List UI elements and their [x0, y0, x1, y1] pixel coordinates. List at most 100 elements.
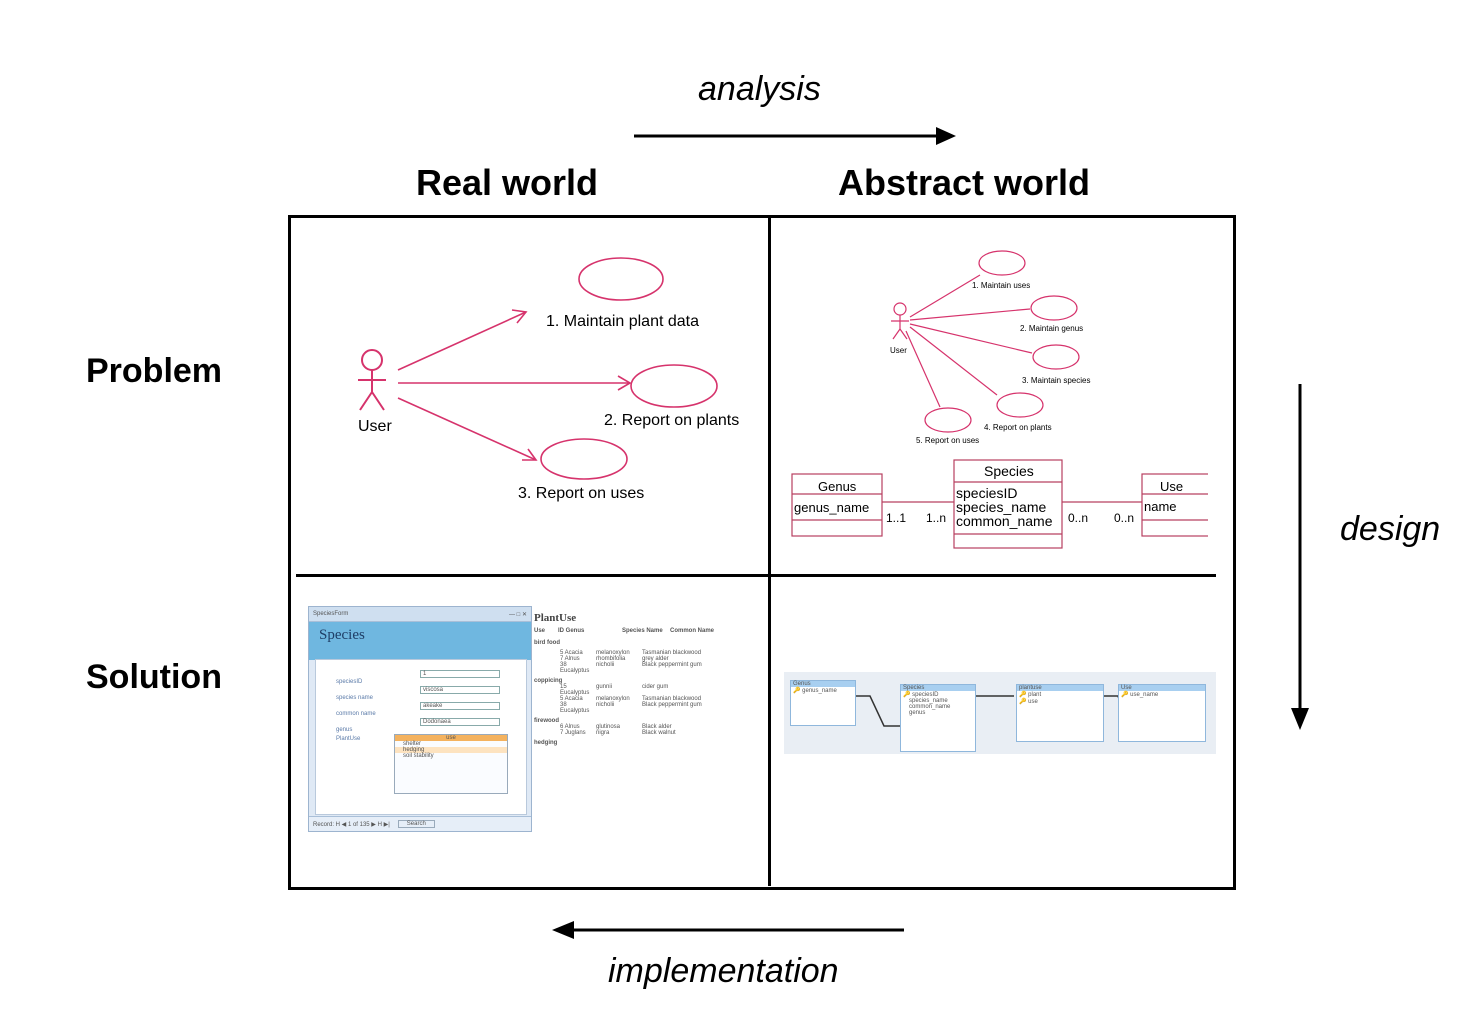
search-box[interactable]: Search: [397, 820, 435, 828]
analysis-label: analysis: [698, 70, 821, 108]
real-world-use-case-diagram: User 1. Maintain plant data 2. Report on…: [358, 257, 739, 502]
table-field: species_name: [909, 698, 948, 704]
actor-label: User: [890, 346, 907, 355]
table-field: 🔑 genus_name: [793, 688, 837, 694]
grid-vertical-divider: [768, 216, 771, 886]
row-heading-solution: Solution: [86, 658, 222, 696]
implementation-arrow: [552, 921, 904, 939]
record-nav-bar: Record: H ◀ 1 of 135 ▶ H ▶| Search: [309, 816, 531, 831]
table-field: 🔑 use_name: [1121, 692, 1159, 698]
grid-horizontal-divider: [296, 574, 1216, 577]
table-title: Genus: [791, 681, 855, 687]
report-group: coppicing: [534, 678, 563, 684]
use-case-label: 1. Maintain uses: [972, 281, 1030, 290]
use-case-label: 1. Maintain plant data: [546, 313, 699, 330]
form-heading: Species: [319, 627, 365, 643]
relationship-table-use[interactable]: Use 🔑 use_name: [1118, 684, 1206, 742]
class-attribute: genus_name: [794, 500, 869, 515]
window-controls[interactable]: — □ ✕: [509, 611, 527, 618]
row-heading-problem: Problem: [86, 352, 223, 390]
class-name: Species: [984, 463, 1034, 479]
class-attribute: speciesID: [956, 485, 1017, 501]
relationship-table-plantuse[interactable]: plantuse 🔑 plant 🔑 use: [1016, 684, 1104, 742]
field-input[interactable]: akeake: [420, 702, 500, 710]
field-row: species name viscosa: [336, 686, 506, 701]
table-field: 🔑 plant: [1019, 692, 1042, 698]
table-field: 🔑 use: [1019, 699, 1038, 705]
class-name: Use: [1160, 479, 1183, 494]
use-case-label: 3. Report on uses: [518, 485, 644, 502]
subform-item[interactable]: soil stability: [403, 753, 434, 759]
report-group: bird food: [534, 640, 560, 646]
field-input[interactable]: viscosa: [420, 686, 500, 694]
abstract-use-case-diagram: User 1. Maintain uses 2. Maintain genus …: [890, 250, 1090, 445]
class-diagram: Genus genus_name Species speciesID speci…: [791, 459, 1208, 549]
genus-dropdown[interactable]: Dodonaea: [420, 718, 500, 726]
plantuse-report-screenshot: PlantUse Use ID Genus Species Name Commo…: [534, 612, 756, 772]
quadrant-grid: [288, 215, 1236, 890]
report-group: hedging: [534, 740, 558, 746]
plantuse-subform: use shelter hedging soil stability: [394, 734, 508, 794]
table-field: genus: [909, 710, 926, 716]
analysis-arrow: [634, 127, 956, 145]
class-attribute: common_name: [956, 513, 1053, 529]
multiplicity: 0..n: [1068, 511, 1088, 525]
relationship-table-species[interactable]: Species 🔑 speciesID species_name common_…: [900, 684, 976, 752]
design-arrow: [1291, 384, 1309, 730]
use-case-label: 3. Maintain species: [1022, 376, 1090, 385]
species-form-screenshot: SpeciesForm — □ ✕ Species speciesID 1 sp…: [308, 606, 532, 832]
report-title: PlantUse: [534, 612, 577, 624]
implementation-label: implementation: [608, 952, 839, 990]
subform-header: use: [395, 735, 507, 741]
class-name: Genus: [818, 479, 857, 494]
use-class-box: [1141, 473, 1208, 537]
key-icon: 🔑: [1019, 692, 1027, 698]
table-field: common_name: [909, 704, 951, 710]
species-class-box: [953, 459, 1063, 549]
multiplicity: 1..1: [886, 511, 906, 525]
access-relationship-diagram: Genus 🔑 genus_name Species 🔑 speciesID s…: [784, 672, 1216, 754]
subform-item[interactable]: hedging: [395, 747, 507, 753]
class-attribute: species_name: [956, 499, 1046, 515]
field-row: genus Dodonaea: [336, 718, 506, 733]
table-title: Species: [901, 685, 975, 691]
multiplicity: 0..n: [1114, 511, 1134, 525]
form-body: speciesID 1 species name viscosa common …: [315, 659, 527, 815]
key-icon: 🔑: [1121, 692, 1129, 698]
multiplicity: 1..n: [926, 511, 946, 525]
column-heading-abstract-world: Abstract world: [838, 162, 1091, 203]
subform-item[interactable]: shelter: [403, 741, 422, 747]
window-title-bar: SpeciesForm — □ ✕: [309, 607, 531, 622]
field-row: speciesID 1: [336, 670, 506, 685]
report-column-headers: Use ID Genus Species Name Common Name: [534, 628, 715, 634]
form-header: Species: [309, 622, 531, 660]
field-row: common name akeake: [336, 702, 506, 717]
key-icon: 🔑: [793, 688, 801, 694]
field-input[interactable]: 1: [420, 670, 500, 678]
use-case-ellipse: [540, 438, 628, 480]
use-case-label: 5. Report on uses: [916, 436, 979, 445]
table-title: plantuse: [1017, 685, 1103, 691]
table-title: Use: [1119, 685, 1205, 691]
report-group: firewood: [534, 718, 559, 724]
subform-label: PlantUse: [336, 736, 361, 742]
use-case-label: 4. Report on plants: [984, 423, 1052, 432]
actor-stick-figure: [358, 349, 386, 411]
window-title: SpeciesForm: [313, 611, 349, 617]
actor-label: User: [358, 418, 392, 435]
record-navigation[interactable]: Record: H ◀ 1 of 135 ▶ H ▶|: [313, 821, 390, 828]
table-field: 🔑 speciesID: [903, 692, 939, 698]
column-heading-real-world: Real world: [416, 162, 599, 203]
key-icon: 🔑: [1019, 699, 1027, 705]
relationship-table-genus[interactable]: Genus 🔑 genus_name: [790, 680, 856, 726]
use-case-label: 2. Maintain genus: [1020, 324, 1083, 333]
genus-class-box: [791, 473, 883, 537]
